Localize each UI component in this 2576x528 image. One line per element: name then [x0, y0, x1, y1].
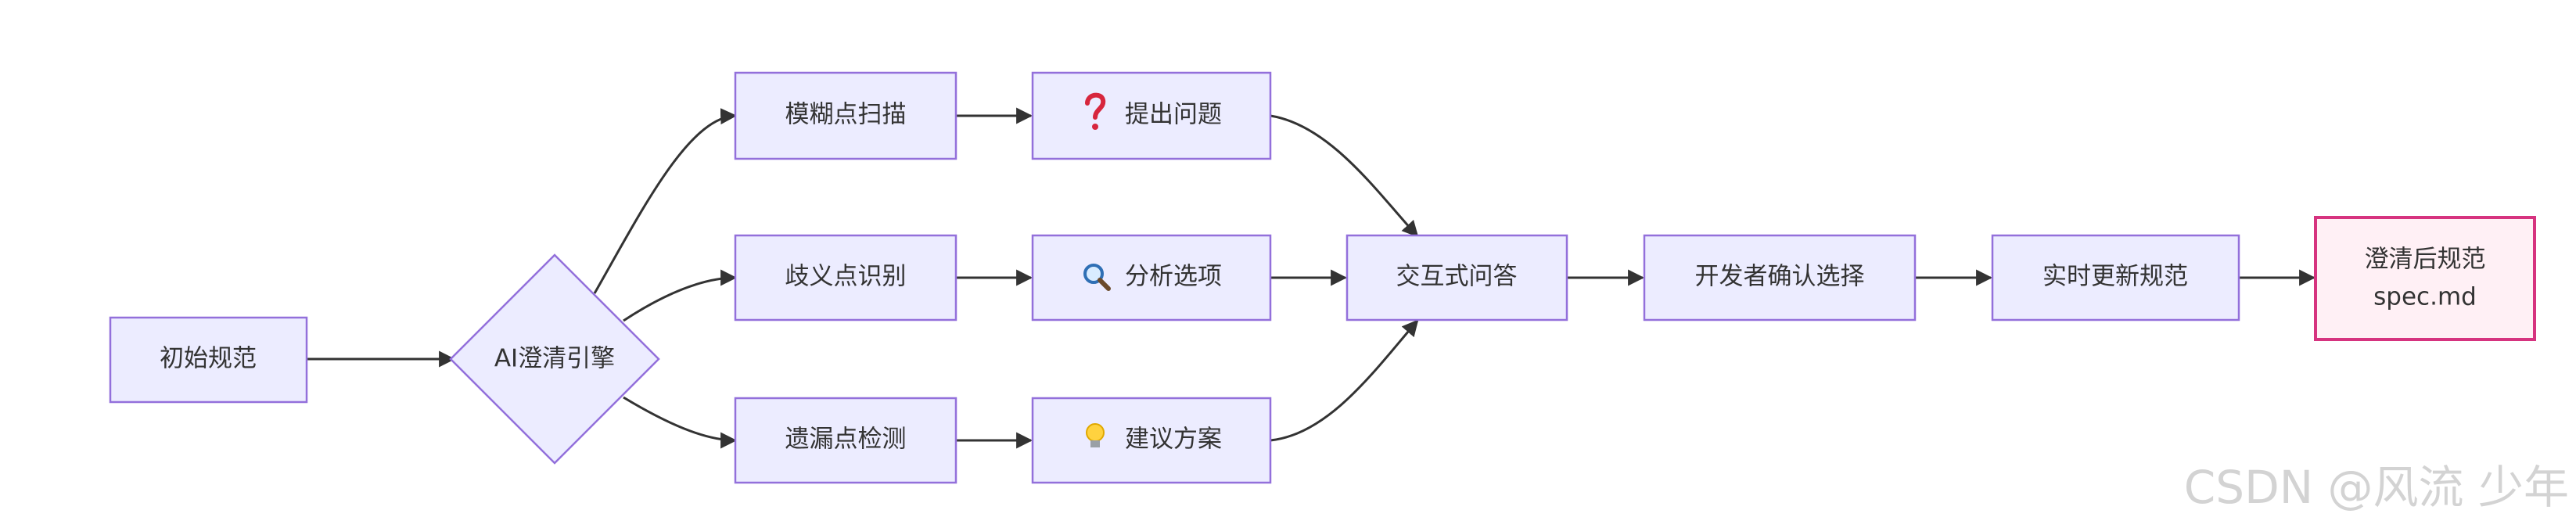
- node-ai-clarify-engine-label: AI澄清引擎: [494, 345, 615, 373]
- node-initial-spec-label: 初始规范: [160, 345, 257, 373]
- node-ai-clarify-engine: AI澄清引擎: [449, 253, 660, 465]
- node-developer-confirm-label: 开发者确认选择: [1695, 263, 1865, 291]
- edge-engine-omission: [623, 396, 738, 449]
- node-ambiguity-detect: 歧义点识别: [734, 234, 957, 321]
- csdn-watermark: CSDN @风流 少年: [2184, 461, 2569, 514]
- node-initial-spec: 初始规范: [109, 316, 308, 404]
- node-analyze-options-label: 分析选项: [1125, 263, 1222, 291]
- node-realtime-update-label: 实时更新规范: [2042, 263, 2188, 291]
- node-ambiguity-detect-label: 歧义点识别: [785, 263, 907, 291]
- node-analyze-options: 分析选项: [1031, 234, 1272, 321]
- node-interactive-qa-label: 交互式问答: [1396, 263, 1518, 291]
- node-omission-detect-label: 遗漏点检测: [785, 426, 907, 454]
- node-clarified-spec: 澄清后规范 spec.md: [2314, 216, 2536, 341]
- question-mark-icon: [1085, 92, 1106, 130]
- node-suggest-plan: 建议方案: [1031, 397, 1272, 484]
- node-clarified-spec-filename: spec.md: [2373, 283, 2477, 311]
- edges: [307, 107, 2316, 449]
- node-ask-questions: 提出问题: [1031, 71, 1272, 160]
- magnifier-icon: [1083, 264, 1111, 291]
- node-ask-questions-label: 提出问题: [1125, 101, 1222, 129]
- node-developer-confirm: 开发者确认选择: [1643, 234, 1917, 321]
- node-omission-detect: 遗漏点检测: [734, 397, 957, 484]
- node-fuzzy-scan-label: 模糊点扫描: [785, 101, 907, 129]
- edge-engine-ambiguity: [623, 269, 738, 322]
- edge-engine-fuzzy: [593, 108, 738, 294]
- node-suggest-plan-label: 建议方案: [1125, 426, 1222, 454]
- node-fuzzy-scan: 模糊点扫描: [734, 71, 957, 160]
- edge-questions-qa: [1270, 114, 1419, 238]
- node-clarified-spec-title: 澄清后规范: [2365, 246, 2486, 274]
- edge-suggestion-qa: [1270, 319, 1419, 442]
- node-realtime-update: 实时更新规范: [1991, 234, 2240, 321]
- node-interactive-qa: 交互式问答: [1345, 234, 1568, 321]
- lightbulb-icon: [1086, 423, 1105, 447]
